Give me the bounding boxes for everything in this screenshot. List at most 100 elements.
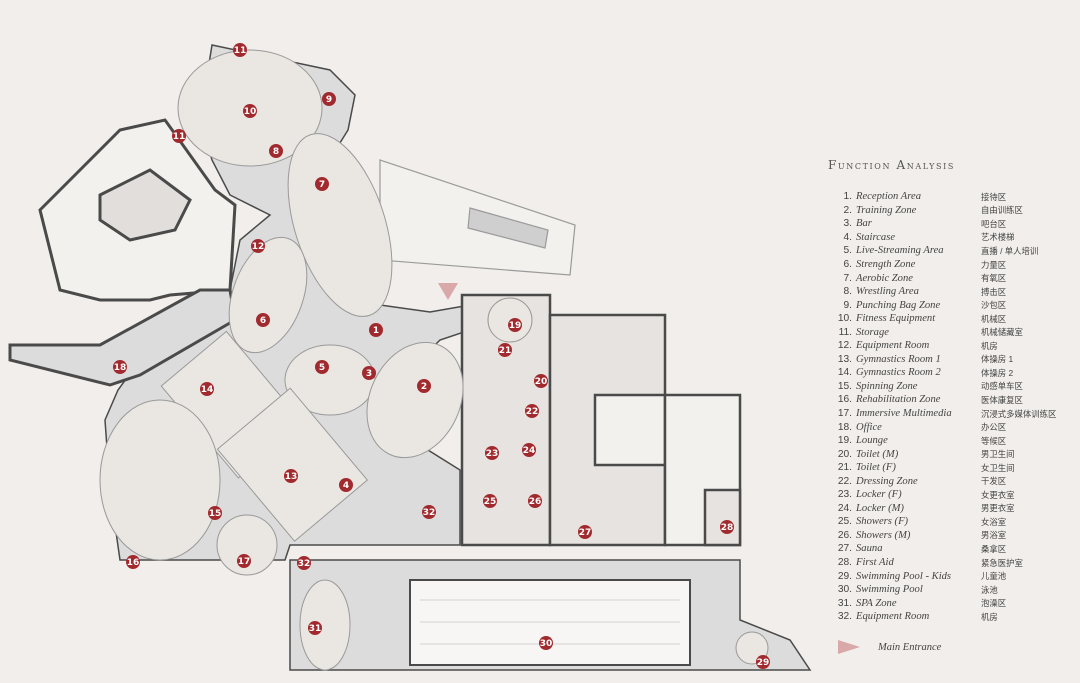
marker-27: 27 bbox=[578, 525, 592, 539]
svg-text:11: 11 bbox=[173, 132, 186, 142]
legend-item-cn: 吧台区 bbox=[981, 218, 1007, 229]
legend-item-cn: 沙包区 bbox=[981, 300, 1007, 311]
marker-22: 22 bbox=[525, 404, 539, 418]
marker-19: 19 bbox=[508, 318, 522, 332]
legend-item-cn: 男卫生间 bbox=[981, 449, 1015, 460]
svg-text:7: 7 bbox=[319, 180, 325, 190]
legend-item-en: Fitness Equipment bbox=[856, 313, 936, 325]
entrance-arrow-icon bbox=[438, 283, 458, 300]
legend-item-en: Rehabilitation Zone bbox=[856, 394, 941, 406]
legend-item-en: Training Zone bbox=[856, 204, 917, 216]
svg-text:10: 10 bbox=[244, 107, 257, 117]
marker-7: 7 bbox=[315, 177, 329, 191]
storage-block bbox=[38, 118, 237, 302]
marker-8: 8 bbox=[269, 144, 283, 158]
legend-item-num: 29. bbox=[837, 570, 852, 582]
legend-item-cn: 有氧区 bbox=[981, 273, 1007, 284]
legend-item-cn: 男更衣室 bbox=[981, 503, 1015, 514]
svg-text:22: 22 bbox=[526, 407, 539, 417]
legend-item-en: Showers (M) bbox=[856, 529, 911, 541]
legend-item-cn: 力量区 bbox=[981, 259, 1007, 270]
svg-text:15: 15 bbox=[209, 509, 222, 519]
escalator-block bbox=[379, 159, 576, 276]
svg-text:3: 3 bbox=[366, 369, 372, 379]
svg-text:5: 5 bbox=[319, 363, 325, 373]
marker-15: 15 bbox=[208, 506, 222, 520]
legend-item: 26.Showers (M)男浴室 bbox=[828, 529, 1076, 543]
legend-item-num: 5. bbox=[843, 245, 853, 257]
legend-item-num: 14. bbox=[837, 367, 852, 379]
legend-item-num: 13. bbox=[837, 353, 852, 365]
legend-item-num: 21. bbox=[837, 462, 852, 474]
svg-text:8: 8 bbox=[273, 147, 279, 157]
legend-item-num: 25. bbox=[837, 516, 852, 528]
marker-30: 30 bbox=[539, 636, 553, 650]
legend-item-num: 12. bbox=[837, 340, 852, 352]
svg-text:21: 21 bbox=[499, 346, 512, 356]
marker-1: 1 bbox=[369, 323, 383, 337]
legend-item-num: 19. bbox=[837, 435, 852, 447]
legend-item-num: 28. bbox=[837, 557, 852, 569]
legend-title: Function Analysis bbox=[828, 158, 955, 172]
svg-text:30: 30 bbox=[540, 639, 553, 649]
legend-item-cn: 机房 bbox=[981, 611, 998, 622]
legend-item-cn: 机房 bbox=[981, 340, 998, 351]
legend-item-num: 20. bbox=[837, 448, 852, 460]
marker-21: 21 bbox=[498, 343, 512, 357]
legend-item-num: 8. bbox=[843, 286, 853, 298]
svg-text:14: 14 bbox=[201, 385, 214, 395]
svg-text:13: 13 bbox=[285, 472, 298, 482]
legend-item-cn: 桑拿区 bbox=[981, 543, 1007, 554]
svg-text:24: 24 bbox=[523, 446, 536, 456]
main-entrance-key: Main Entrance bbox=[838, 640, 941, 654]
svg-text:11: 11 bbox=[234, 46, 247, 56]
legend-item-en: Spinning Zone bbox=[856, 380, 918, 392]
svg-text:23: 23 bbox=[486, 449, 499, 459]
legend-item-en: Wrestling Area bbox=[856, 286, 919, 298]
svg-text:19: 19 bbox=[509, 321, 522, 331]
svg-text:29: 29 bbox=[757, 658, 770, 668]
legend-item-en: Locker (M) bbox=[856, 502, 904, 514]
legend-item-num: 2. bbox=[843, 204, 853, 216]
legend-item-num: 3. bbox=[843, 218, 853, 230]
marker-13: 13 bbox=[284, 469, 298, 483]
legend-item: 24.Locker (M)男更衣室 bbox=[828, 502, 1076, 516]
svg-text:16: 16 bbox=[127, 558, 140, 568]
legend-item-num: 22. bbox=[837, 475, 852, 487]
legend-item-num: 32. bbox=[837, 611, 852, 623]
svg-text:26: 26 bbox=[529, 497, 542, 507]
legend-item-en: Reception Area bbox=[856, 191, 922, 203]
svg-text:9: 9 bbox=[326, 95, 332, 105]
legend-item-num: 16. bbox=[837, 394, 852, 406]
marker-9: 9 bbox=[322, 92, 336, 106]
svg-text:25: 25 bbox=[484, 497, 497, 507]
zones bbox=[99, 49, 769, 671]
marker-4: 4 bbox=[339, 478, 353, 492]
legend-item-cn: 泳池 bbox=[981, 584, 998, 595]
marker-12: 12 bbox=[251, 239, 265, 253]
legend-item-en: First Aid bbox=[856, 557, 894, 569]
legend-item-en: Staircase bbox=[856, 231, 896, 243]
legend-item-en: Gymnastics Room 1 bbox=[856, 353, 941, 365]
legend-item-cn: 沉浸式多媒体训练区 bbox=[981, 408, 1057, 419]
marker-5: 5 bbox=[315, 360, 329, 374]
legend-item-en: Equipment Room bbox=[856, 611, 930, 623]
legend-item: 20.Toilet (M)男卫生间 bbox=[828, 447, 1076, 461]
legend-item-cn: 儿童池 bbox=[981, 571, 1007, 582]
svg-text:32: 32 bbox=[298, 559, 311, 569]
legend-item-en: Strength Zone bbox=[856, 259, 916, 270]
